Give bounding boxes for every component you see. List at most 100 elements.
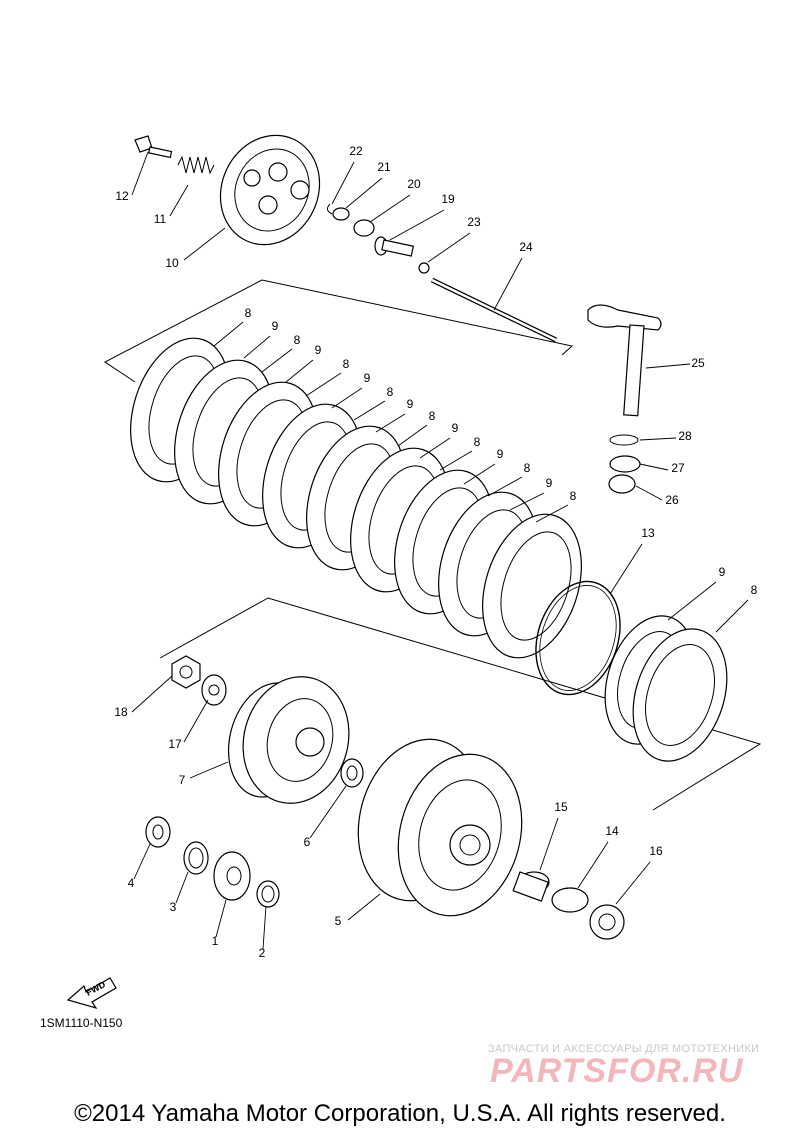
shaft-bearings (608, 434, 641, 494)
callout-9f: 9 (497, 447, 504, 461)
callout-8i: 8 (751, 583, 758, 597)
callout-9d: 9 (407, 397, 414, 411)
callout-5: 5 (335, 914, 342, 928)
callout-7: 7 (179, 773, 186, 787)
callout-3: 3 (170, 900, 177, 914)
callout-8f: 8 (474, 435, 481, 449)
callout-11: 11 (154, 212, 167, 226)
clutch-plate-stack (130, 337, 582, 659)
leader-line-12 (131, 151, 149, 196)
callout-8b: 8 (294, 333, 301, 347)
clutch-boss (227, 676, 350, 804)
leader-line-8d (353, 400, 386, 421)
callout-8c: 8 (343, 357, 350, 371)
callout-9c: 9 (364, 371, 371, 385)
callout-8e: 8 (429, 409, 436, 423)
leader-line-9g (509, 492, 545, 511)
spring-bolt (134, 135, 173, 159)
leader-line-10 (183, 227, 226, 261)
callout-26: 26 (665, 493, 679, 507)
leader-line-28 (639, 437, 677, 441)
thrust-washer (340, 758, 364, 788)
callout-15: 15 (554, 800, 568, 814)
callout-27: 27 (671, 461, 685, 475)
callout-17: 17 (168, 737, 182, 751)
leader-line-15 (539, 817, 559, 871)
housing-bearing-parts (512, 871, 625, 940)
callout-19: 19 (441, 192, 455, 206)
leader-line-8e (397, 424, 428, 447)
lock-washer (201, 674, 227, 706)
leader-line-13 (609, 543, 643, 595)
leader-line-5 (347, 893, 381, 921)
watermark-tagline: ЗАПЧАСТИ И АКСЕССУАРЫ ДЛЯ МОТОТЕХНИКИ (488, 1043, 760, 1055)
callout-25: 25 (691, 356, 705, 370)
leader-line-27 (639, 463, 669, 471)
leader-line-25 (645, 363, 691, 369)
push-lever-shaft (587, 304, 662, 417)
callout-23: 23 (467, 215, 481, 229)
leader-line-4 (133, 843, 151, 880)
callout-6: 6 (304, 835, 311, 849)
callout-28: 28 (678, 429, 692, 443)
callout-8g: 8 (524, 461, 531, 475)
clutch-housing (357, 738, 523, 917)
callout-2: 2 (259, 946, 266, 960)
leader-line-19 (389, 209, 445, 241)
leader-line-18 (131, 675, 173, 713)
leader-line-9f (463, 463, 496, 485)
callout-22: 22 (349, 144, 363, 158)
clutch-boss-nut (171, 655, 201, 689)
callout-9b: 9 (315, 343, 322, 357)
callout-9h: 9 (719, 565, 726, 579)
callout-21: 21 (377, 160, 391, 174)
leader-line-9h (667, 581, 717, 621)
callout-8a: 8 (245, 306, 252, 320)
leader-line-7 (189, 761, 229, 779)
leader-line-9b (285, 359, 314, 383)
leader-line-6 (309, 785, 347, 839)
leader-line-8g (487, 476, 523, 497)
leader-line-14 (577, 841, 609, 889)
diagram-code: 1SM1110-N150 (40, 1016, 123, 1030)
callout-9g: 9 (546, 476, 553, 490)
leader-line-1 (215, 899, 227, 938)
callout-9e: 9 (452, 421, 459, 435)
callout-18: 18 (114, 705, 128, 719)
leader-line-24 (493, 257, 523, 311)
leader-line-17 (183, 699, 209, 743)
leader-line-11 (169, 184, 189, 217)
clutch-spring (177, 155, 215, 175)
leader-line-26 (635, 485, 663, 501)
leader-line-9c (331, 387, 363, 409)
leader-line-16 (615, 861, 651, 905)
leader-line-9e (419, 437, 451, 459)
wire-circlip (535, 580, 621, 696)
leader-line-23 (427, 232, 471, 263)
copyright-notice: ©2014 Yamaha Motor Corporation, U.S.A. A… (74, 1100, 726, 1127)
pressure-plate (219, 134, 321, 246)
callout-1: 1 (212, 934, 219, 948)
leader-line-8h (535, 504, 569, 523)
push-rod-parts (326, 203, 430, 274)
callout-20: 20 (407, 177, 421, 191)
leader-line-3 (175, 871, 189, 904)
leader-line-8a (213, 321, 244, 347)
leader-line-8c (305, 372, 342, 397)
leader-line-8b (261, 348, 293, 373)
leader-line-9d (375, 413, 406, 433)
callout-16: 16 (649, 844, 663, 858)
plate-inner-ring (500, 531, 572, 641)
callouts: 1211102221201923242528272613898989898989… (114, 144, 757, 960)
leader-line-8f (439, 450, 473, 471)
primary-drive-parts (145, 816, 280, 908)
leader-line-22 (331, 161, 355, 205)
callout-12: 12 (115, 189, 129, 203)
callout-13: 13 (641, 526, 655, 540)
plate-outline (482, 513, 582, 659)
callout-4: 4 (128, 876, 135, 890)
callout-8h: 8 (570, 489, 577, 503)
callout-8d: 8 (387, 385, 394, 399)
callout-24: 24 (519, 240, 533, 254)
